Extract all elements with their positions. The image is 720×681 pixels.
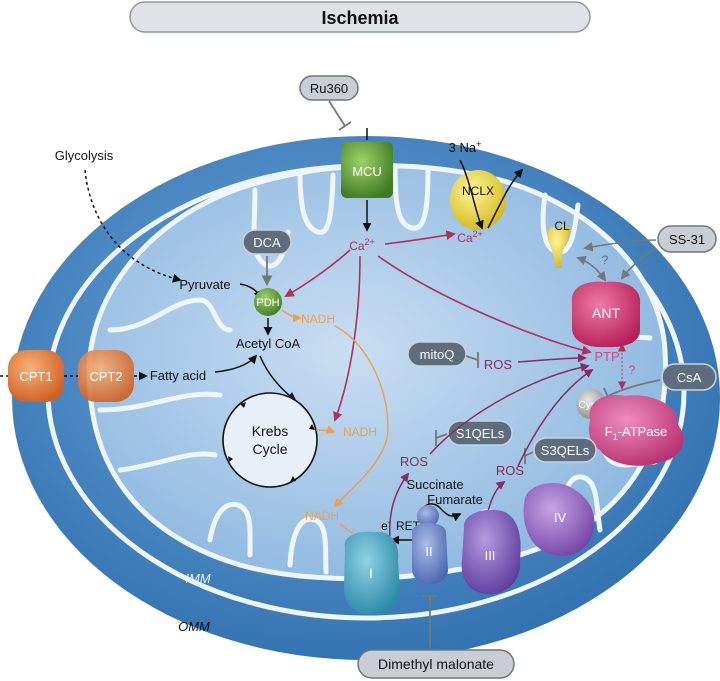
nclx-exchanger: NCLX	[450, 170, 506, 230]
krebs-label-line2: Cycle	[252, 441, 287, 457]
complex1-to-ros-arrow	[388, 472, 410, 541]
fatty-acid-to-acetyl-arrow	[214, 354, 258, 373]
complex-1: I	[343, 531, 400, 615]
cl-label: CL	[554, 219, 570, 233]
ss31-label: SS-31	[669, 232, 705, 247]
ant-transporter: ANT	[571, 281, 641, 348]
omm-label: OMM	[178, 619, 210, 634]
calcium-to-nadh-arrow	[333, 255, 361, 422]
glycolysis-arrow	[84, 169, 182, 283]
ros-label-complex1: ROS	[400, 454, 429, 469]
s1qels-inhibition-line	[435, 430, 448, 446]
ru360-label: Ru360	[310, 81, 348, 96]
acetyl-to-krebs-arrow	[259, 355, 297, 402]
cl-ant-bidirectional-arrow	[576, 255, 607, 282]
pdh-nadh-to-complex1-arrow	[334, 325, 389, 446]
sodium-in-arrow	[459, 159, 484, 230]
krebs-to-nadh-arrow	[315, 425, 336, 434]
s3qels-label: S3QELs	[541, 443, 590, 458]
ros-complex3-to-ptp-arrow	[517, 369, 594, 467]
ros-label-complex3: ROS	[496, 463, 525, 478]
fatty-acid-label: Fatty acid	[150, 368, 206, 383]
s1qels-label: S1QELs	[456, 426, 505, 441]
ros-complex1-to-ptp-arrow	[429, 362, 590, 455]
dca-label: DCA	[253, 235, 281, 250]
malonate-inhibition-line	[422, 595, 438, 648]
krebs-cycle: Krebs Cycle	[222, 392, 318, 488]
fumarate-label: Fumarate	[427, 492, 483, 507]
electron-label: e-	[381, 517, 391, 533]
cardiolipin: CL	[547, 219, 571, 268]
mcu-label: MCU	[352, 164, 382, 179]
cpt1-label: CPT1	[19, 369, 52, 384]
complex-2-label: II	[425, 544, 432, 559]
complex-3-label: III	[485, 548, 496, 563]
calcium-out-arrow	[487, 168, 524, 229]
acetyl-coa-label: Acetyl CoA	[236, 336, 301, 351]
diagram-title: Ischemia	[321, 8, 399, 28]
glycolysis-label: Glycolysis	[55, 148, 114, 163]
question-mark-cl-ant: ?	[602, 253, 609, 267]
sodium-label: 3 Na+	[449, 139, 482, 155]
question-mark-ptp: ?	[629, 363, 636, 377]
matrix	[86, 163, 669, 582]
pyruvate-label: Pyruvate	[179, 277, 230, 292]
ros-to-ptp-arrow	[517, 353, 587, 363]
nadh-label-complex1: NADH	[305, 509, 339, 523]
dimethyl-malonate-box: Dimethyl malonate	[357, 649, 515, 679]
pdh-nadh-arrow	[281, 309, 302, 323]
csa-label: CsA	[677, 370, 702, 385]
cpt1-transporter: CPT1	[8, 350, 64, 402]
f1-atpase: F1-ATPase	[589, 394, 684, 466]
complex-1-label: I	[369, 565, 373, 581]
cpt2-transporter: CPT2	[78, 350, 134, 402]
ptp-label: PTP	[594, 349, 619, 364]
dca-inhibitor-box: DCA	[242, 229, 292, 255]
mitoq-inhibition-line	[465, 352, 479, 368]
krebs-label-line1: Krebs	[252, 423, 289, 439]
ss31-box: SS-31	[657, 225, 717, 253]
ss31-to-ant-arrow	[620, 247, 657, 280]
complex-3: III	[461, 509, 521, 595]
pdh-label: PDH	[256, 297, 279, 309]
nadh-label-pdh: NADH	[301, 312, 335, 326]
cpt2-label: CPT2	[89, 369, 122, 384]
complex-4-label: IV	[554, 510, 567, 525]
csa-inhibitor-box: CsA	[661, 363, 717, 391]
s1qels-inhibitor-box: S1QELs	[447, 420, 513, 446]
ant-label: ANT	[592, 305, 620, 321]
ru360-inhibition-line	[328, 100, 352, 131]
imm-label: IMM	[185, 571, 210, 586]
f1-atpase-label: F1-ATPase	[605, 424, 668, 442]
complex-2: II	[412, 505, 448, 585]
cypd-label: CypD	[578, 400, 603, 411]
nadh-down-arrow	[333, 444, 386, 508]
ru360-inhibitor-box: Ru360	[299, 75, 359, 101]
mitoq-label: mitoQ	[420, 347, 455, 362]
nadh-label-krebs: NADH	[343, 425, 377, 439]
pdh-enzyme: PDH	[254, 288, 282, 316]
nclx-label: NCLX	[462, 184, 494, 198]
calcium-to-pdh-arrow	[284, 249, 351, 297]
dimethyl-malonate-label: Dimethyl malonate	[378, 656, 494, 672]
succinate-label: Succinate	[406, 477, 463, 492]
ss31-to-cl-arrow	[583, 239, 657, 252]
complex-4: IV	[523, 483, 595, 556]
mitoq-inhibitor-box: mitoQ	[407, 341, 467, 367]
s3qels-inhibitor-box: S3QELs	[533, 437, 597, 463]
calcium-label-nclx: Ca2+	[457, 229, 483, 245]
title-banner: Ischemia	[129, 1, 591, 33]
calcium-label-matrix: Ca2+	[349, 237, 375, 253]
calcium-to-nclx-arrow	[384, 230, 456, 245]
mcu-channel: MCU	[341, 142, 393, 198]
calcium-to-ptp-arrow	[377, 255, 592, 355]
ros-label-mitoq: ROS	[484, 357, 513, 372]
